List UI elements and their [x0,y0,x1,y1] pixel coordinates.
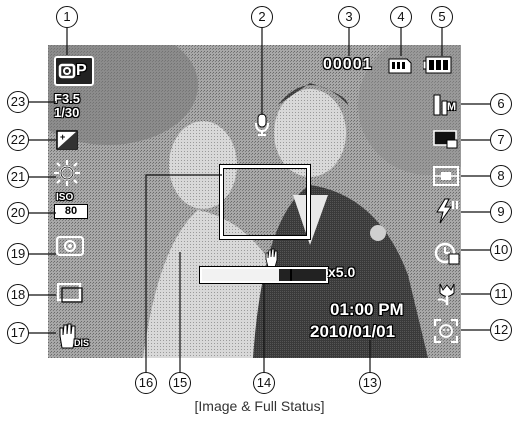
callout-21: 21 [7,166,29,188]
callout-12: 12 [490,319,512,341]
callout-3: 3 [338,6,360,28]
callout-17: 17 [7,322,29,344]
callout-14: 14 [253,372,275,394]
callout-10: 10 [490,239,512,261]
callout-8: 8 [490,165,512,187]
callout-1: 1 [56,6,78,28]
callout-13: 13 [359,372,381,394]
callout-7: 7 [490,129,512,151]
callout-6: 6 [490,93,512,115]
callout-2: 2 [251,6,273,28]
figure-caption: [Image & Full Status] [0,398,519,414]
callout-19: 19 [7,243,29,265]
callout-20: 20 [7,202,29,224]
callout-11: 11 [490,283,512,305]
callout-4: 4 [390,6,412,28]
callout-5: 5 [431,6,453,28]
callout-9: 9 [490,201,512,223]
callout-18: 18 [7,284,29,306]
callout-22: 22 [7,129,29,151]
callout-15: 15 [169,372,191,394]
callout-16: 16 [135,372,157,394]
callout-23: 23 [7,91,29,113]
